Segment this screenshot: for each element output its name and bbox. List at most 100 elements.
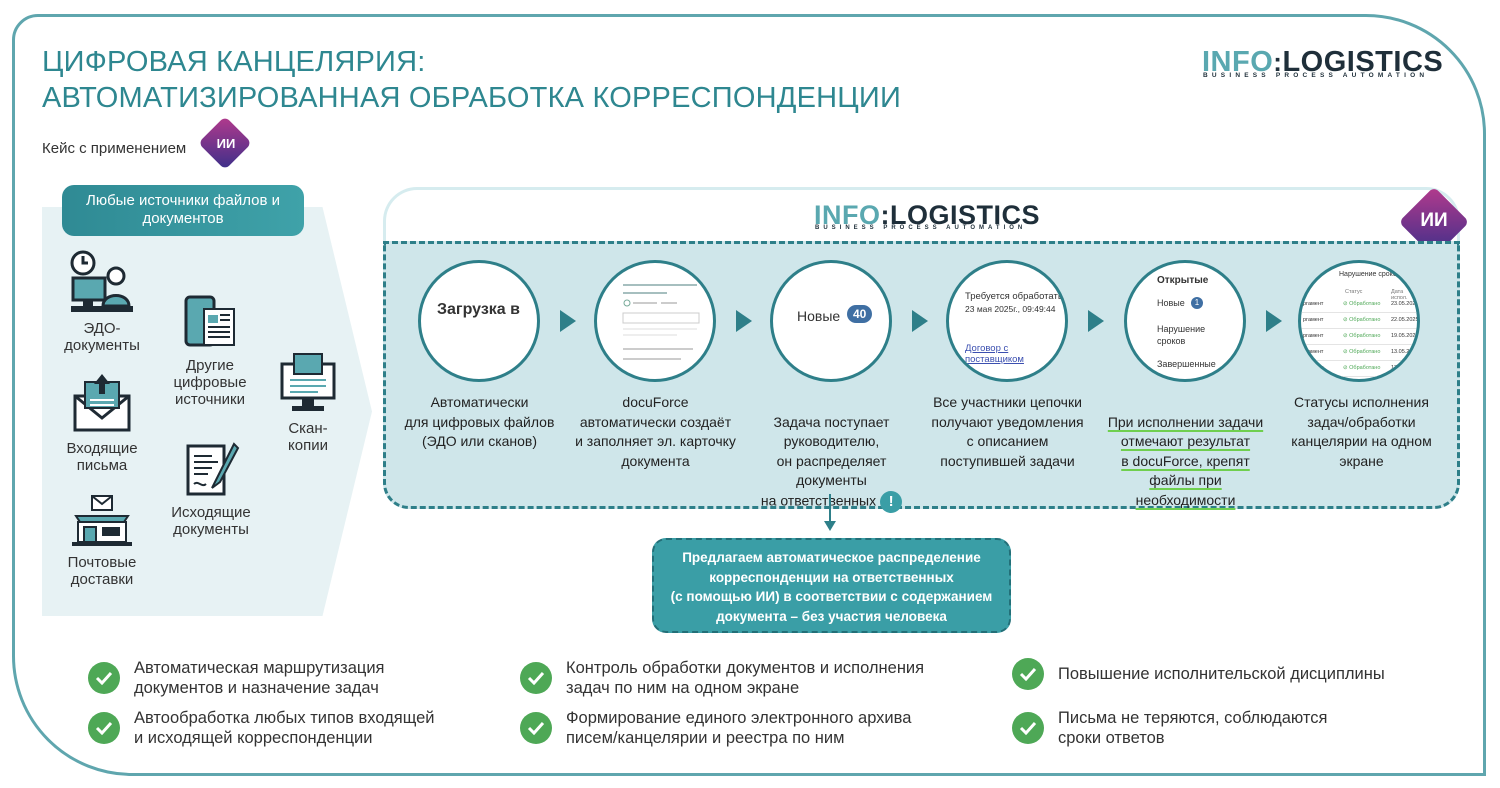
step-5-item-3: Завершенные [1157,359,1216,369]
step-6-circle: Нарушение сроков Статус Дата испол. ргам… [1298,260,1420,382]
title-line-2: АВТОМАТИЗИРОВАННАЯ ОБРАБОТКА КОРРЕСПОНДЕ… [42,82,901,114]
benefit-2: Автообработка любых типов входящей и исх… [88,708,434,748]
document-pen-icon [186,442,240,496]
step-5-text: При исполнении задачи отмечают результат… [1098,393,1273,510]
step-3-text: Задача поступает руководителю, он распре… [744,393,919,513]
benefit-2-text: Автообработка любых типов входящей и исх… [134,709,435,747]
table-row-divider [1301,376,1417,377]
table-cell-date: 19.05.2025 [1391,333,1419,339]
table-cell-status: ⊘ Обработано [1343,349,1381,355]
benefit-4: Формирование единого электронного архива… [520,708,911,748]
step-5-item-1: Новые [1157,298,1185,308]
ai-proposal-box: Предлагаем автоматическое распределение … [652,538,1011,633]
table-cell-name: ргамент [1303,349,1324,355]
logo-part-1: INFO [1202,46,1274,78]
step-5-item-2: Нарушение сроков [1157,324,1206,346]
step-6-col-date: Дата испол. [1391,289,1408,301]
table-cell-date: 22.05.2025 [1391,317,1419,323]
step-3-text-body: Задача поступает руководителю, он распре… [760,413,890,509]
process-logo: INFO:LOGISTICS [814,200,1041,230]
check-icon [520,712,552,744]
step-1-circle: Загрузка в [418,260,540,382]
source-outgoing-docs-label: Исходящие документы [171,504,251,538]
table-row-divider [1301,360,1417,361]
check-icon [520,662,552,694]
slide-frame [12,14,1486,776]
benefit-1: Автоматическая маршрутизация документов … [88,658,384,698]
sources-header: Любые источники файлов и документов [62,185,304,236]
source-scans-label: Скан- копии [288,420,328,454]
ai-badge-large-label: ИИ [1420,210,1448,231]
step-6-text: Статусы исполнения задач/обработки канце… [1291,394,1432,469]
source-scans: Скан- копии [266,352,350,454]
exclamation-icon: ! [880,490,903,513]
step-5-badge: 1 [1191,297,1203,309]
proposal-connector [829,494,831,524]
step-arrow-1 [560,310,576,332]
table-row-divider [1301,312,1417,313]
table-cell-date: 13.0 [1391,365,1402,371]
source-other-digital: Другие цифровые источники [160,295,260,408]
step-arrow-4 [1088,310,1104,332]
check-icon [88,662,120,694]
benefit-4-text: Формирование единого электронного архива… [566,709,912,747]
table-cell-name: ргамент [1303,301,1324,307]
check-icon [88,712,120,744]
table-cell-status: ⊘ Обработано [1343,317,1381,323]
title-line-1: ЦИФРОВАЯ КАНЦЕЛЯРИЯ: [42,46,426,78]
step-2-text: docuForce автоматически создаёт и заполн… [575,394,736,469]
table-cell-name: ргамент [1303,317,1324,323]
source-outgoing-docs: Исходящие документы [160,440,262,538]
source-postal-label: Почтовые доставки [67,554,137,588]
benefit-3: Контроль обработки документов и исполнен… [520,658,924,698]
source-edo-label: ЭДО- документы [64,320,140,354]
process-logo-part-2: LOGISTICS [890,200,1041,230]
step-2-circle [594,260,716,382]
table-cell-name: ргамент [1303,365,1324,371]
source-other-digital-label: Другие цифровые источники [173,357,247,408]
logo-tagline: BUSINESS PROCESS AUTOMATION [1203,72,1429,79]
table-row-divider [1301,344,1417,345]
document-card-preview-icon [622,284,700,360]
step-4-circle-line-1: Требуется обработать [965,291,1063,302]
source-incoming-letters-label: Входящие письма [66,440,138,474]
step-1-circle-text: Загрузка в [437,301,520,318]
process-logo-tagline: BUSINESS PROCESS AUTOMATION [815,225,1027,231]
step-3-circle-label: Новые [797,308,841,324]
page-title: ЦИФРОВАЯ КАНЦЕЛЯРИЯ: АВТОМАТИЗИРОВАННАЯ … [42,44,901,116]
step-arrow-5 [1266,310,1282,332]
table-cell-status: ⊘ Обработано [1343,365,1381,371]
benefit-6-text: Письма не теряются, соблюдаются сроки от… [1058,709,1328,747]
step-6-col-status: Статус [1345,289,1363,295]
benefit-3-text: Контроль обработки документов и исполнен… [566,659,925,697]
logo-part-2: LOGISTICS [1282,46,1444,78]
envelope-upload-icon [73,374,131,432]
check-icon [1012,712,1044,744]
step-5-circle-title: Открытые [1157,275,1209,286]
table-cell-status: ⊘ Обработано [1343,333,1381,339]
step-4-circle-line-2: 23 мая 2025г., 09:49:44 [965,304,1056,314]
subtitle: Кейс с применением [42,140,187,157]
scanner-monitor-icon [280,353,336,411]
benefit-5: Повышение исполнительской дисциплины [1012,658,1385,690]
table-row-divider [1301,328,1417,329]
benefit-5-text: Повышение исполнительской дисциплины [1058,665,1385,683]
step-4-text: Все участники цепочки получают уведомлен… [931,394,1084,469]
ai-badge-label: ИИ [216,136,236,151]
step-5-text-body: При исполнении задачи отмечают результат… [1107,413,1264,508]
step-5-circle: Открытые Новые 1 Нарушение сроков Заверш… [1124,260,1246,382]
source-postal: Почтовые доставки [52,494,152,588]
step-4-circle-link: Договор с поставщиком [965,343,1024,365]
table-cell-status: ⊘ Обработано [1343,301,1381,307]
tablet-document-icon [184,295,235,347]
person-computer-icon [70,250,133,312]
table-cell-date: 13.05.20 [1391,349,1413,355]
step-1-text: Автоматически для цифровых файлов (ЭДО и… [404,394,555,449]
benefit-1-text: Автоматическая маршрутизация документов … [134,659,385,697]
check-icon [1012,658,1044,690]
process-logo-part-1: INFO [814,200,881,230]
table-cell-date: 23.05.2025 [1391,301,1419,307]
new-count-badge: 40 [847,305,873,323]
step-4-circle: Требуется обработать 23 мая 2025г., 09:4… [946,260,1068,382]
source-edo: ЭДО- документы [52,250,152,354]
